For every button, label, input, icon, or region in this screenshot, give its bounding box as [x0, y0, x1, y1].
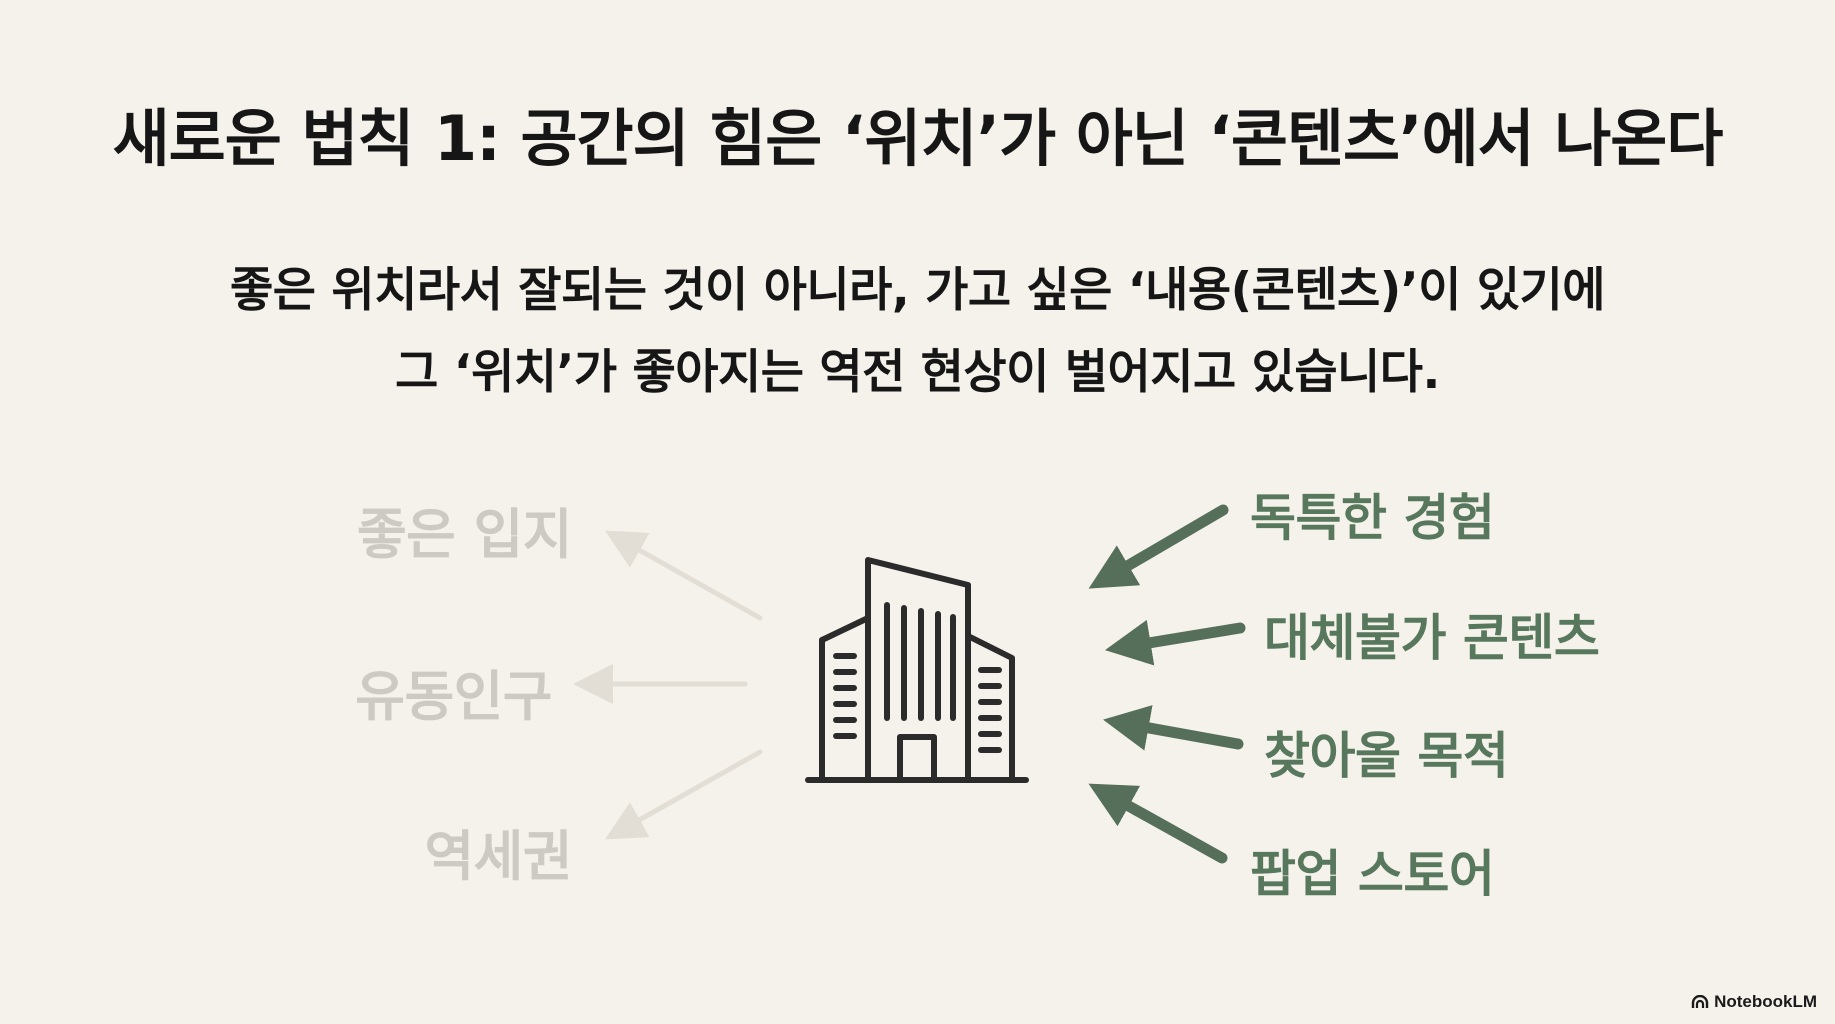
faded-label-foot-traffic: 유동인구 — [355, 665, 552, 728]
faded-arrow-3 — [604, 749, 763, 840]
slide-title: 새로운 법칙 1: 공간의 힘은 ‘위치’가 아닌 ‘콘텐츠’에서 나온다 — [112, 102, 1724, 175]
subtitle-line-1: 좋은 위치라서 잘되는 것이 아니라, 가고 싶은 ‘내용(콘텐츠)’이 있기에 — [230, 263, 1605, 318]
green-arrow-1 — [1088, 504, 1229, 589]
brand-name: NotebookLM — [1714, 992, 1817, 1011]
building-icon — [805, 557, 1029, 783]
faded-label-good-location: 좋은 입지 — [356, 503, 573, 566]
green-label-unique-experience: 독특한 경험 — [1250, 489, 1495, 547]
notebooklm-logo-icon — [1691, 995, 1709, 1008]
green-label-irreplaceable-content: 대체불가 콘텐츠 — [1264, 609, 1600, 667]
brand-watermark: NotebookLM — [1691, 992, 1817, 1012]
subtitle-line-2: 그 ‘위치’가 좋아지는 역전 현상이 벌어지고 있습니다. — [395, 345, 1440, 400]
faded-arrow-1 — [604, 530, 763, 621]
green-arrow-3 — [1103, 705, 1244, 751]
green-arrow-2 — [1104, 619, 1246, 666]
green-label-purpose-to-visit: 찾아올 목적 — [1264, 727, 1509, 785]
faded-label-station-area: 역세권 — [424, 825, 572, 888]
green-label-popup-store: 팝업 스토어 — [1250, 845, 1495, 903]
slide-subtitle: 좋은 위치라서 잘되는 것이 아니라, 가고 싶은 ‘내용(콘텐츠)’이 있기에… — [0, 250, 1835, 414]
green-arrow-4 — [1088, 783, 1228, 864]
